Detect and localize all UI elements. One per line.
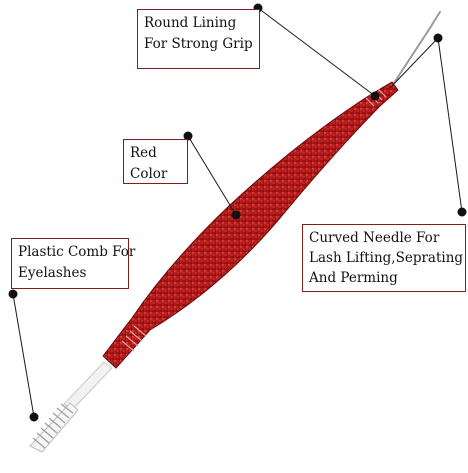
callout-text-line: For Strong Grip <box>144 36 253 52</box>
callout-text-line: Red <box>130 145 157 161</box>
callout-text-line: Curved Needle For <box>309 230 440 246</box>
callout-text-line: Round Lining <box>144 15 237 31</box>
comb-stem <box>63 361 113 411</box>
callout-text-line: And Perming <box>309 270 398 286</box>
callout-curved-needle: Curved Needle For Lash Lifting,Seprating… <box>302 224 466 292</box>
callout-text-line: Color <box>130 166 168 182</box>
grip-rings-bottom <box>121 325 147 352</box>
plastic-comb <box>29 402 79 453</box>
callout-text-line: Eyelashes <box>18 265 87 281</box>
curved-needle <box>391 11 441 87</box>
callout-round-lining: Round Lining For Strong Grip <box>137 9 260 69</box>
red-handle <box>102 81 399 369</box>
leader-lines <box>12 7 463 418</box>
callout-text-line: Lash Lifting,Seprating <box>309 250 464 266</box>
callout-red-color: Red Color <box>123 139 188 184</box>
callout-dots <box>8 3 467 422</box>
callout-text-line: Plastic Comb For <box>18 244 136 260</box>
callout-plastic-comb: Plastic Comb For Eyelashes <box>11 238 136 289</box>
